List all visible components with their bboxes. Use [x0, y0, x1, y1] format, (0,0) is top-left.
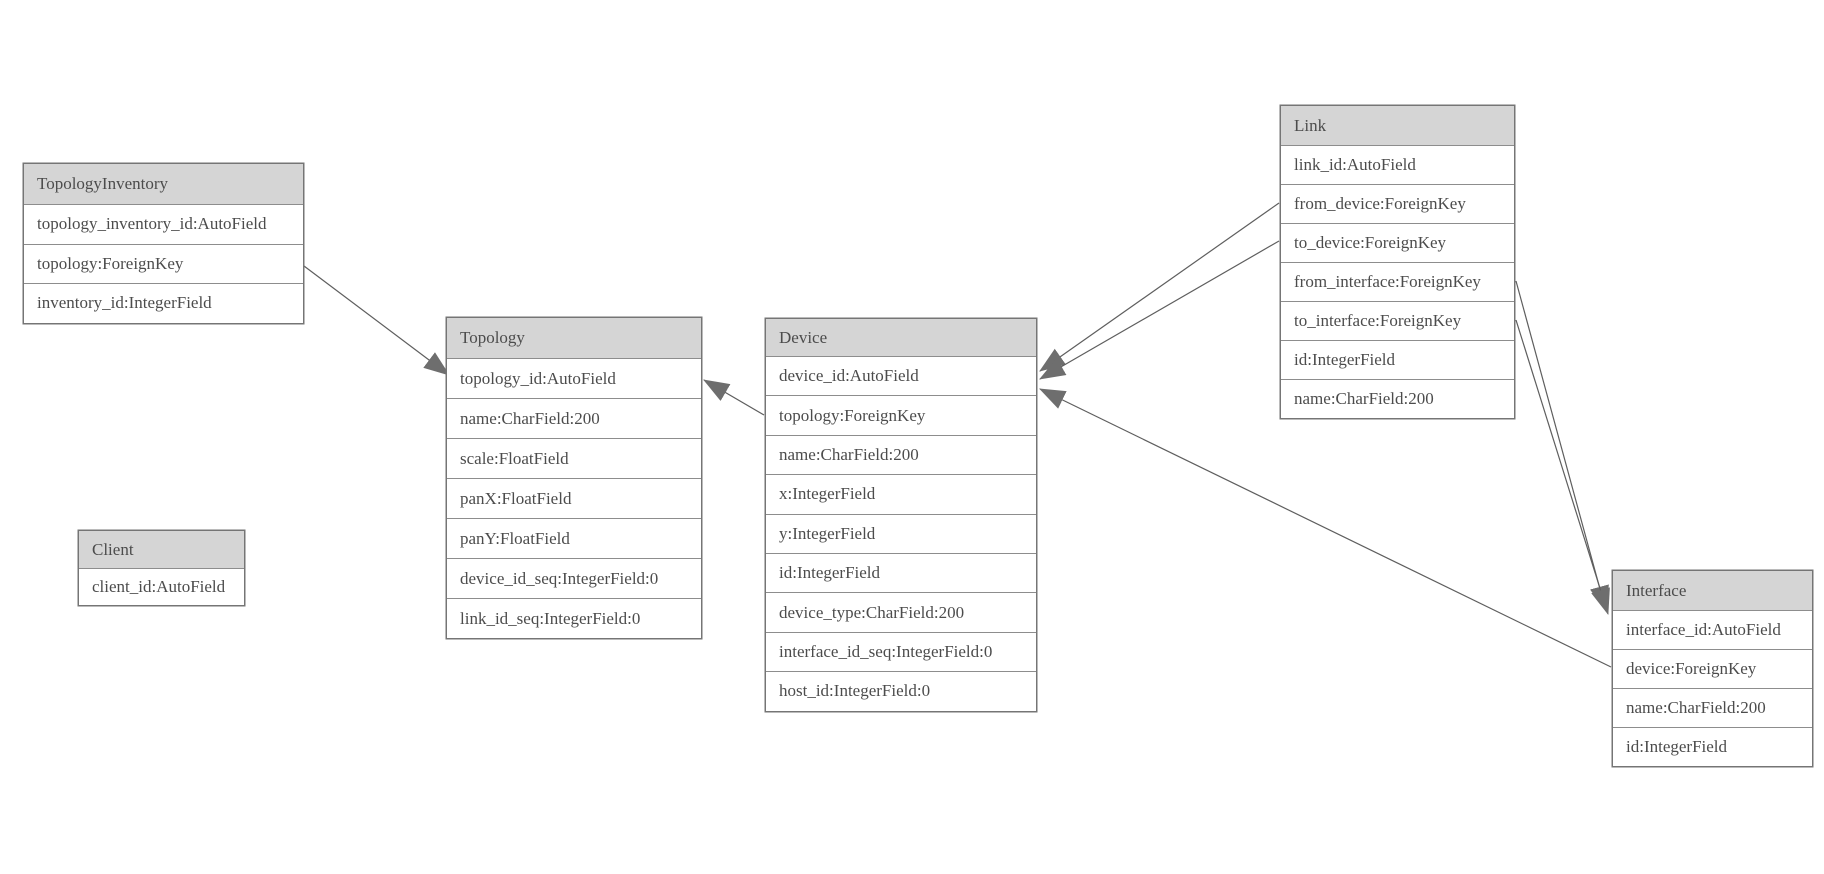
- field-row: to_interface:ForeignKey: [1281, 301, 1514, 340]
- entity-title: Device: [766, 319, 1036, 356]
- field-row: scale:FloatField: [447, 438, 701, 478]
- field-row: link_id_seq:IntegerField:0: [447, 598, 701, 638]
- field-row: device:ForeignKey: [1613, 649, 1812, 688]
- field-row: topology_id:AutoField: [447, 358, 701, 398]
- field-row: from_device:ForeignKey: [1281, 184, 1514, 223]
- field-row: name:CharField:200: [1281, 379, 1514, 418]
- entity-title: Topology: [447, 318, 701, 358]
- field-row: id:IntegerField: [1613, 727, 1812, 766]
- field-row: id:IntegerField: [766, 552, 1036, 593]
- field-row: device_id:AutoField: [766, 356, 1036, 396]
- edge-topologyinventory-topology: [303, 265, 450, 376]
- entity-title: Client: [79, 531, 244, 568]
- field-row: panX:FloatField: [447, 478, 701, 518]
- field-row: panY:FloatField: [447, 518, 701, 558]
- edge-device-topology: [703, 379, 765, 416]
- entity-title: Interface: [1613, 571, 1812, 610]
- field-row: id:IntegerField: [1281, 340, 1514, 379]
- edge-interface-device: [1039, 388, 1612, 668]
- field-row: x:IntegerField: [766, 474, 1036, 514]
- field-row: y:IntegerField: [766, 513, 1036, 553]
- field-row: from_interface:ForeignKey: [1281, 262, 1514, 301]
- entity-title: TopologyInventory: [24, 164, 303, 204]
- field-row: name:CharField:200: [766, 434, 1036, 475]
- field-row: topology:ForeignKey: [766, 395, 1036, 435]
- field-row: name:CharField:200: [447, 398, 701, 438]
- field-row: to_device:ForeignKey: [1281, 223, 1514, 262]
- field-row: interface_id_seq:IntegerField:0: [766, 631, 1036, 672]
- field-row: topology:ForeignKey: [24, 243, 303, 283]
- field-row: host_id:IntegerField:0: [766, 671, 1036, 711]
- field-row: topology_inventory_id:AutoField: [24, 204, 303, 244]
- field-row: interface_id:AutoField: [1613, 610, 1812, 649]
- edge-link-from-device-device: [1039, 202, 1280, 372]
- entity-title: Link: [1281, 106, 1514, 145]
- field-row: inventory_id:IntegerField: [24, 283, 303, 323]
- field-row: link_id:AutoField: [1281, 145, 1514, 184]
- field-row: client_id:AutoField: [79, 568, 244, 605]
- edge-link-to-interface-interface: [1515, 319, 1610, 616]
- edge-link-from-interface-interface: [1515, 280, 1609, 613]
- edge-link-to-device-device: [1039, 240, 1280, 380]
- field-row: device_id_seq:IntegerField:0: [447, 558, 701, 598]
- field-row: name:CharField:200: [1613, 688, 1812, 727]
- field-row: device_type:CharField:200: [766, 592, 1036, 632]
